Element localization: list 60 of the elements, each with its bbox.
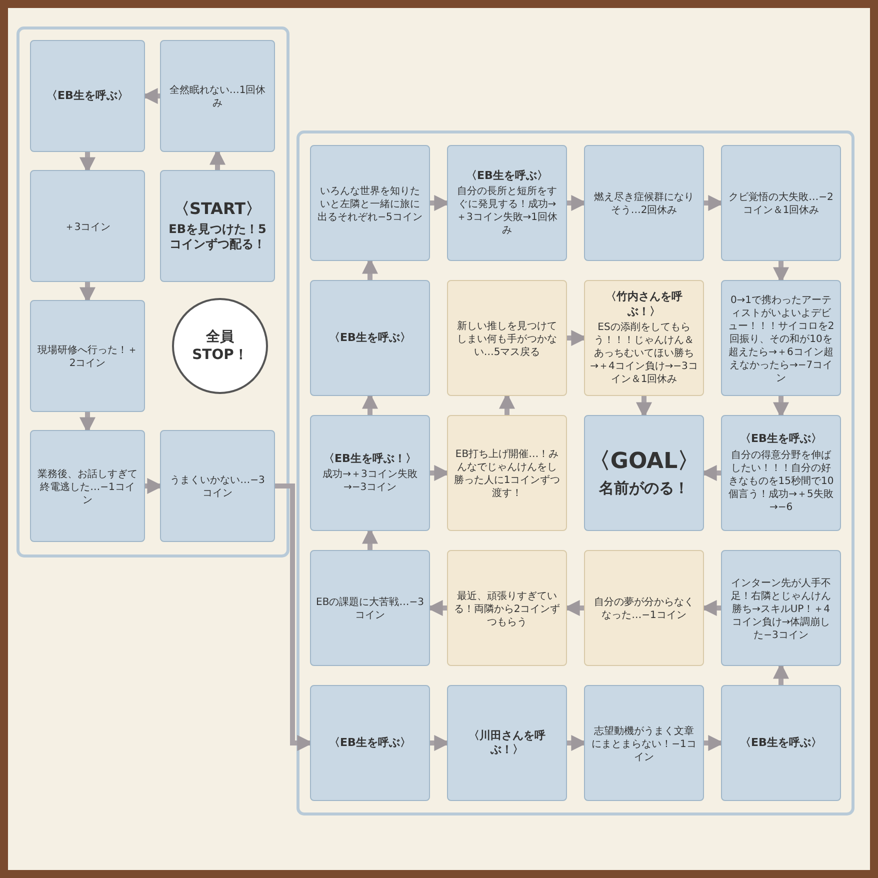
- board-square: [584, 550, 704, 666]
- board-square: [721, 550, 841, 666]
- square-title: 〈START〉: [173, 199, 262, 220]
- board-square: [447, 145, 567, 261]
- board-square: [584, 685, 704, 801]
- square-text: 全然眠れない…1回休み: [168, 84, 267, 110]
- board-square: [721, 415, 841, 531]
- board-square: [310, 550, 430, 666]
- square-text: 〈EB生を呼ぶ〉: [329, 736, 411, 750]
- board-square: [584, 415, 704, 531]
- square-text: 名前がのる！: [599, 478, 689, 498]
- square-text: 自分の夢が分からなくなった…−1コイン: [593, 596, 695, 622]
- square-text: 志望動機がうまく文章にまとまらない！−1コイン: [590, 724, 698, 764]
- board-square: [30, 430, 145, 542]
- square-text: 〈EB生を呼ぶ〉: [740, 736, 822, 750]
- square-text: 最近、頑張りすぎている！両隣から2コインずつもらう: [453, 590, 561, 628]
- board-square: [310, 685, 430, 801]
- square-text: 業務後、お話しすぎて終電逃した…−1コイン: [36, 468, 138, 506]
- board-square: [30, 170, 145, 282]
- board-square: [30, 40, 145, 152]
- square-title: 〈EB生を呼ぶ〉: [740, 432, 822, 447]
- square-title: 〈EB生を呼ぶ！〉: [324, 452, 416, 466]
- board-square: [310, 415, 430, 531]
- square-title: 〈竹内さんを呼ぶ！〉: [604, 290, 684, 319]
- square-text: 自分の得意分野を伸ばしたい！！！自分の好きなものを15秒間で10個言う！成功→＋5失敗→−6: [727, 448, 835, 514]
- board-square: [160, 40, 275, 152]
- square-text: ＋3コイン: [64, 220, 111, 234]
- square-text: 燃え尽き症候群になりそう…2回休み: [593, 191, 695, 217]
- square-text: うまくいかない…−3コイン: [169, 474, 266, 500]
- square-text: EBの課題に大苦戦…−3コイン: [316, 596, 424, 622]
- square-text: 成功→＋3コイン失敗→−3コイン: [322, 468, 418, 494]
- square-text: インターン先が人手不足！右隣とじゃんけん勝ち→スキルUP！＋4コイン負け→体調崩した−3コイン: [730, 576, 832, 642]
- board-square: [721, 685, 841, 801]
- square-text: EB打ち上げ開催…！みんなでじゃんけんをし勝った人に1コインずつ渡す！: [453, 448, 561, 500]
- board-square: [721, 145, 841, 261]
- board-square: [584, 280, 704, 396]
- square-text: 0→1で携わったアーティストがいよいよデビュー！！！サイコロを2回振り、その和が10を超えたら→＋6コイン超えなかったら→−7コイン: [727, 294, 835, 384]
- board-square: [447, 685, 567, 801]
- square-text: いろんな世界を知りたいと左隣と一緒に旅に出るそれぞれ−5コイン: [316, 184, 424, 224]
- square-text: 自分の長所と短所をすぐに発見する！成功→＋3コイン失敗→1回休み: [455, 185, 559, 238]
- board-square: [721, 280, 841, 396]
- board-square: [160, 430, 275, 542]
- square-text: 〈EB生を呼ぶ〉: [329, 330, 411, 346]
- board-square: [160, 170, 275, 282]
- square-text: ESの添削をしてもらう！！！じゃんけん＆あっちむいてほい勝ち→＋4コイン負け→−3コイン＆1回休み: [590, 320, 698, 386]
- square-text: 新しい推しを見つけてしまい何も手がつかない…5マス戻る: [456, 320, 558, 358]
- board-square: [584, 145, 704, 261]
- square-text: EBを見つけた！5コインずつ配る！: [168, 222, 268, 253]
- board-square: [447, 280, 567, 396]
- square-text: 現場研修へ行った！＋2コイン: [36, 344, 138, 370]
- square-text: 〈川田さんを呼ぶ！〉: [468, 728, 546, 758]
- board-square: [30, 300, 145, 412]
- square-title: 〈GOAL〉: [588, 448, 700, 476]
- board-square: [447, 550, 567, 666]
- board-square: [310, 280, 430, 396]
- square-text: 〈EB生を呼ぶ〉: [46, 88, 128, 104]
- square-title: 〈EB生を呼ぶ〉: [466, 168, 548, 184]
- board-square: [310, 145, 430, 261]
- square-text: クビ覚悟の大失敗…−2コイン＆1回休み: [728, 191, 834, 217]
- board-square: [447, 415, 567, 531]
